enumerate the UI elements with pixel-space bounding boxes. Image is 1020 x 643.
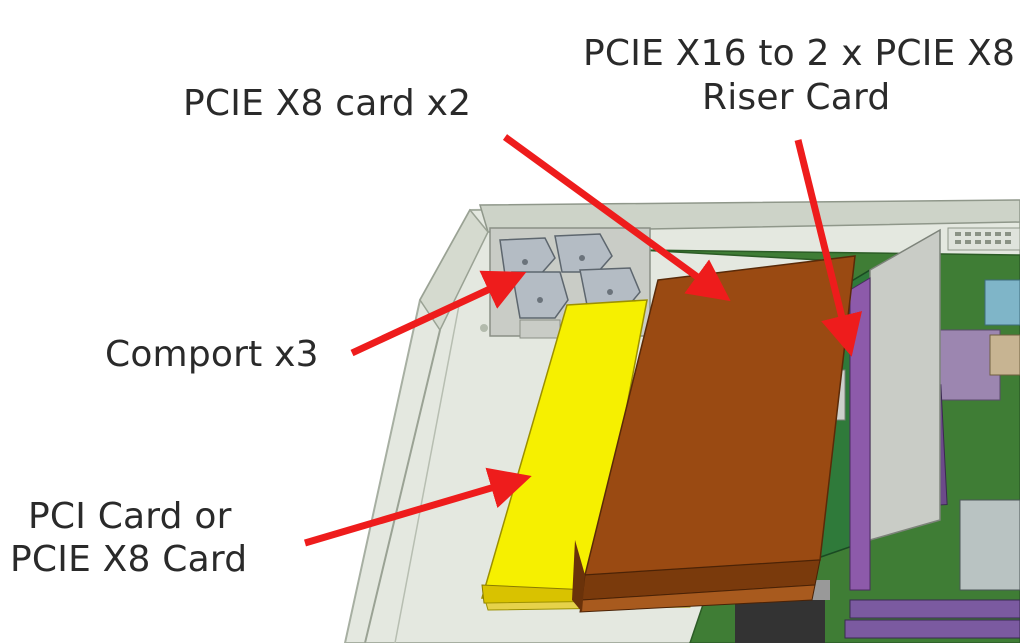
arrow-riser-card	[794, 139, 862, 357]
label-pcie-x8-cards: PCIE X8 card x2	[183, 83, 472, 124]
label-riser-line1: PCIE X16 to 2 x PCIE X8	[583, 33, 1016, 74]
arrow-pci-card	[304, 467, 532, 547]
label-comport: Comport x3	[105, 334, 319, 375]
label-riser-line2: Riser Card	[702, 77, 891, 118]
pcie-x8-cards	[572, 255, 856, 613]
label-pci-line1: PCI Card or	[28, 496, 232, 537]
callout-arrows	[304, 134, 862, 547]
label-pci-line2: PCIE X8 Card	[10, 539, 248, 580]
arrow-pcie-x8-cards	[502, 134, 731, 302]
arrow-comport	[350, 270, 527, 357]
